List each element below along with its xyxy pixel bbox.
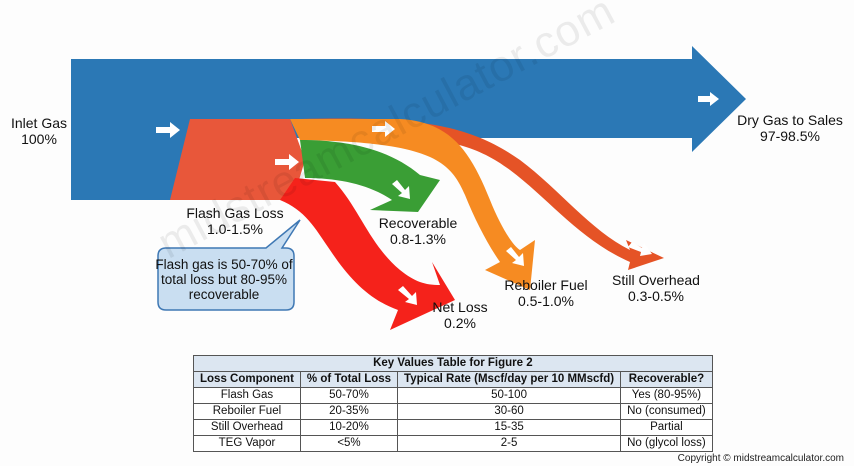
inlet-label: Inlet Gas 100%: [4, 115, 74, 147]
table-cell: TEG Vapor: [193, 435, 301, 452]
key-values-table: Key Values Table for Figure 2 Loss Compo…: [193, 355, 713, 452]
table-cell: No (glycol loss): [620, 435, 713, 452]
callout-text: Flash gas is 50-70% of total loss but 80…: [155, 256, 293, 302]
table-cell: Reboiler Fuel: [193, 403, 301, 420]
header-cell: Recoverable?: [620, 371, 713, 388]
table-cell: 10-20%: [299, 419, 399, 436]
table-cell: 30-60: [397, 403, 622, 420]
table-cell: Flash Gas: [193, 387, 301, 404]
recoverable-label: Recoverable 0.8-1.3%: [368, 215, 468, 247]
table-row: Reboiler Fuel 20-35% 30-60 No (consumed): [193, 403, 713, 420]
header-cell: % of Total Loss: [299, 371, 399, 388]
arrow-diag-icon: [398, 286, 417, 305]
table-cell: No (consumed): [620, 403, 713, 420]
net-loss-name: Net Loss: [432, 299, 488, 315]
copyright-notice: Copyright © midstreamcalculator.com: [677, 453, 844, 464]
flash-gas-loss-name: Flash Gas Loss: [186, 205, 284, 221]
table-cell: 15-35: [397, 419, 622, 436]
table-cell: Still Overhead: [193, 419, 301, 436]
dry-gas-label: Dry Gas to Sales 97-98.5%: [730, 112, 850, 144]
callout-bubble: [157, 219, 301, 311]
still-overhead-label: Still Overhead 0.3-0.5%: [606, 272, 706, 304]
table-cell: Partial: [620, 419, 713, 436]
flash-gas-loss-value: 1.0-1.5%: [206, 221, 264, 237]
flash-gas-loss-flow: [170, 119, 305, 200]
net-loss-flow: [280, 178, 455, 330]
table-cell: 50-70%: [299, 387, 399, 404]
inlet-value: 100%: [21, 131, 57, 147]
table-row: Still Overhead 10-20% 15-35 Partial: [193, 419, 713, 436]
arrow-right-icon: [372, 121, 395, 137]
table-cell: 2-5: [397, 435, 622, 452]
dry-gas-name: Dry Gas to Sales: [737, 112, 843, 128]
still-overhead-name: Still Overhead: [612, 272, 700, 288]
arrow-diag-icon: [392, 180, 410, 199]
arrow-diag-icon: [506, 247, 524, 266]
table-cell: 50-100: [397, 387, 622, 404]
table-row: Flash Gas 50-70% 50-100 Yes (80-95%): [193, 387, 713, 404]
table-header-row: Loss Component % of Total Loss Typical R…: [193, 371, 713, 388]
net-loss-label: Net Loss 0.2%: [425, 299, 495, 331]
header-cell: Typical Rate (Mscf/day per 10 MMscfd): [397, 371, 622, 388]
arrow-right-icon: [275, 154, 299, 170]
header-cell: Loss Component: [193, 371, 301, 388]
arrow-right-icon: [698, 92, 719, 106]
reboiler-fuel-name: Reboiler Fuel: [504, 277, 588, 293]
reboiler-fuel-flow: [290, 119, 535, 290]
recoverable-value: 0.8-1.3%: [389, 231, 447, 247]
flow-direction-arrows: [156, 92, 719, 305]
table-title: Key Values Table for Figure 2: [193, 355, 713, 372]
recoverable-name: Recoverable: [378, 215, 458, 231]
arrow-right-icon: [156, 122, 180, 138]
table-cell: <5%: [299, 435, 399, 452]
reboiler-fuel-label: Reboiler Fuel 0.5-1.0%: [498, 277, 594, 309]
reboiler-fuel-value: 0.5-1.0%: [517, 293, 575, 309]
table-row: TEG Vapor <5% 2-5 No (glycol loss): [193, 435, 713, 452]
dry-gas-value: 97-98.5%: [760, 128, 820, 144]
table-cell: 20-35%: [299, 403, 399, 420]
flash-gas-loss-label: Flash Gas Loss 1.0-1.5%: [180, 205, 290, 237]
inlet-name: Inlet Gas: [10, 115, 68, 131]
table-cell: Yes (80-95%): [620, 387, 713, 404]
still-overhead-value: 0.3-0.5%: [627, 288, 685, 304]
arrow-diag-icon: [628, 242, 652, 256]
net-loss-value: 0.2%: [444, 315, 476, 331]
